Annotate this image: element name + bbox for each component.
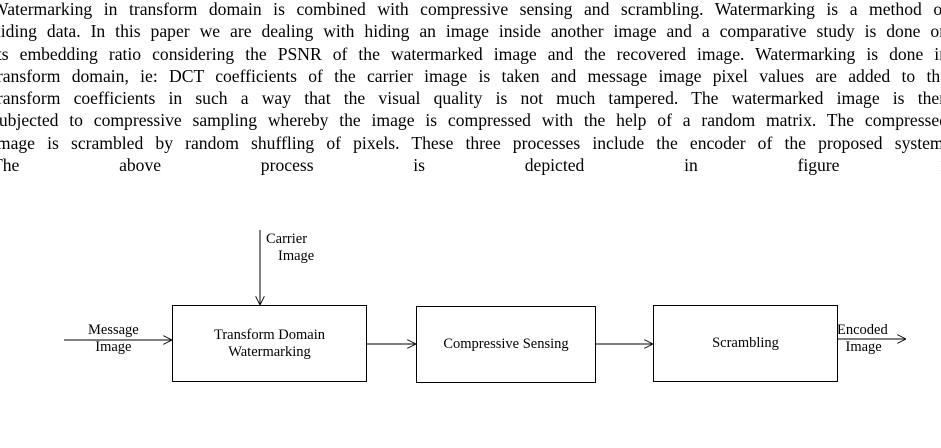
paragraph-line-2: hiding data. In this paper we are dealin… bbox=[0, 21, 941, 42]
message-image-label: Message Image bbox=[88, 322, 139, 356]
paragraph-line-7: image is scrambled by random shuffling o… bbox=[0, 132, 941, 153]
compressive-sensing-box: Compressive Sensing bbox=[416, 306, 596, 383]
message-label-line-2: Image bbox=[95, 339, 132, 355]
carrier-label-line-2: Image bbox=[278, 248, 315, 264]
paragraph-line-3: its embedding ratio considering the PSNR… bbox=[0, 43, 941, 64]
compressive-sensing-label: Compressive Sensing bbox=[443, 336, 569, 352]
scrambling-label: Scrambling bbox=[712, 335, 779, 351]
carrier-image-label: Carrier Image bbox=[266, 231, 314, 265]
encoded-label-line-1: Encoded bbox=[837, 322, 888, 338]
body-paragraph: Watermarking in transform domain is comb… bbox=[0, 0, 941, 176]
paragraph-line-5: transform coefficients in such a way tha… bbox=[0, 88, 941, 109]
watermarking-box-line-1: Transform Domain bbox=[213, 326, 326, 343]
paragraph-line-4: transform domain, ie: DCT coefficients o… bbox=[0, 65, 941, 86]
paragraph-line-6: subjected to compressive sampling whereb… bbox=[0, 110, 941, 131]
encoded-label-line-2: Image bbox=[845, 339, 882, 355]
paragraph-line-8: The above process is depicted in figure … bbox=[0, 155, 941, 176]
transform-domain-watermarking-box: Transform Domain Watermarking bbox=[172, 305, 367, 382]
scrambling-box: Scrambling bbox=[653, 305, 838, 382]
message-label-line-1: Message bbox=[88, 322, 139, 338]
paragraph-line-1: Watermarking in transform domain is comb… bbox=[0, 0, 941, 19]
encoded-image-label: Encoded Image bbox=[837, 322, 888, 356]
carrier-label-line-1: Carrier bbox=[266, 231, 308, 247]
watermarking-box-line-2: Watermarking bbox=[228, 343, 311, 360]
